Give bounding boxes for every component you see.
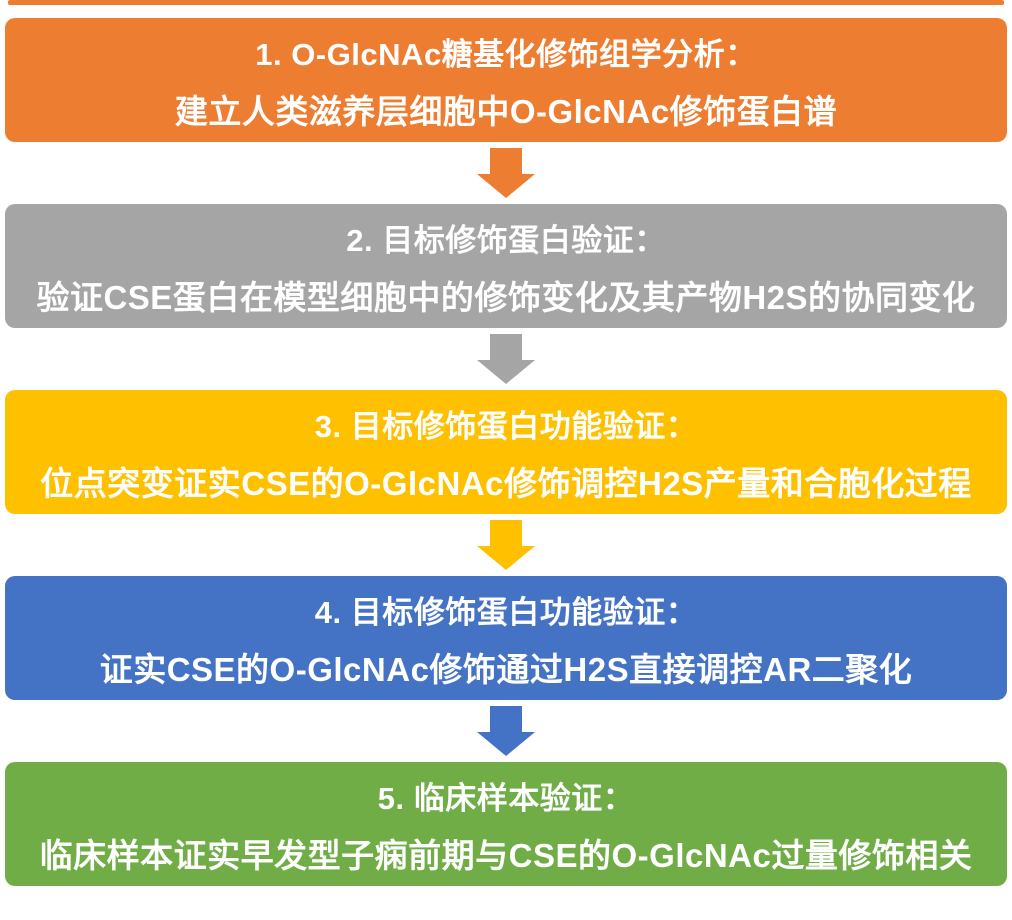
flow-steps: 1. O-GlcNAc糖基化修饰组学分析： 建立人类滋养层细胞中O-GlcNAc… — [0, 18, 1012, 886]
step-description: 验证CSE蛋白在模型细胞中的修饰变化及其产物H2S的协同变化 — [36, 279, 976, 316]
step-box-4: 4. 目标修饰蛋白功能验证： 证实CSE的O-GlcNAc修饰通过H2S直接调控… — [5, 576, 1007, 700]
top-strip — [8, 0, 1004, 5]
step-description: 建立人类滋养层细胞中O-GlcNAc修饰蛋白谱 — [174, 93, 838, 130]
step-title: 2. 目标修饰蛋白验证： — [346, 222, 666, 258]
arrow-stem — [490, 520, 522, 546]
step-description: 证实CSE的O-GlcNAc修饰通过H2S直接调控AR二聚化 — [99, 651, 913, 688]
arrow-zone — [0, 514, 1012, 576]
step-title: 1. O-GlcNAc糖基化修饰组学分析： — [255, 36, 757, 72]
arrow-zone — [0, 700, 1012, 762]
step-title: 4. 目标修饰蛋白功能验证： — [314, 594, 698, 630]
step-box-1: 1. O-GlcNAc糖基化修饰组学分析： 建立人类滋养层细胞中O-GlcNAc… — [5, 18, 1007, 142]
arrow-stem — [490, 706, 522, 732]
arrow-zone — [0, 142, 1012, 204]
arrow-head — [477, 174, 535, 198]
down-arrow-icon-2 — [477, 334, 535, 384]
arrow-stem — [490, 148, 522, 174]
down-arrow-icon-1 — [477, 148, 535, 198]
arrow-stem — [490, 334, 522, 360]
arrow-head — [477, 732, 535, 756]
arrow-head — [477, 360, 535, 384]
arrow-zone — [0, 328, 1012, 390]
down-arrow-icon-3 — [477, 520, 535, 570]
step-box-3: 3. 目标修饰蛋白功能验证： 位点突变证实CSE的O-GlcNAc修饰调控H2S… — [5, 390, 1007, 514]
arrow-head — [477, 546, 535, 570]
step-box-5: 5. 临床样本验证： 临床样本证实早发型子痫前期与CSE的O-GlcNAc过量修… — [5, 762, 1007, 886]
step-description: 位点突变证实CSE的O-GlcNAc修饰调控H2S产量和合胞化过程 — [40, 465, 972, 502]
step-box-2: 2. 目标修饰蛋白验证： 验证CSE蛋白在模型细胞中的修饰变化及其产物H2S的协… — [5, 204, 1007, 328]
down-arrow-icon-4 — [477, 706, 535, 756]
step-title: 3. 目标修饰蛋白功能验证： — [314, 408, 698, 444]
step-title: 5. 临床样本验证： — [377, 780, 635, 816]
step-description: 临床样本证实早发型子痫前期与CSE的O-GlcNAc过量修饰相关 — [39, 837, 973, 874]
